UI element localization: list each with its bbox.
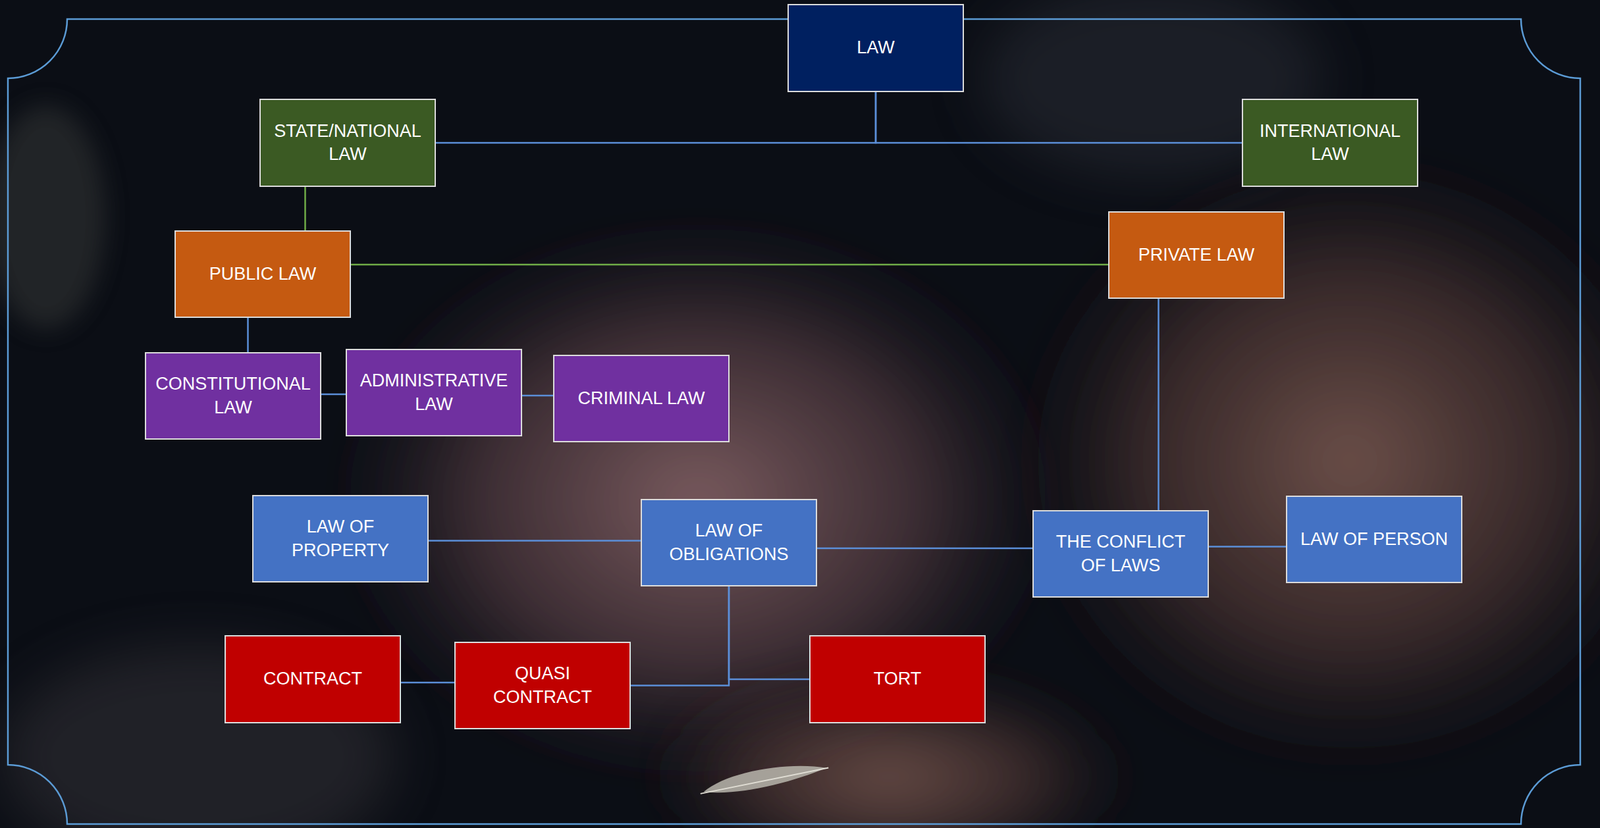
private-law-box: LAW OF PERSON — [1285, 495, 1463, 584]
public-law-box: CONSTITUTIONAL LAW — [144, 352, 322, 440]
category-box: STATE/NATIONAL LAW — [259, 98, 436, 187]
node-label: LAW OF PERSON — [1295, 528, 1454, 552]
connector-line — [400, 682, 455, 685]
public-law-box: CRIMINAL LAW — [553, 354, 730, 443]
obligation-box: QUASI CONTRACT — [454, 641, 631, 730]
node-label: LAW — [796, 36, 955, 60]
public-law-box: ADMINISTRATIVE LAW — [345, 348, 523, 437]
branch-box: PRIVATE LAW — [1108, 211, 1285, 299]
peony-flower — [329, 217, 1067, 784]
obligation-box: CONTRACT — [224, 635, 401, 724]
category-box: INTERNATIONAL LAW — [1241, 98, 1419, 187]
private-law-box: LAW OF OBLIGATIONS — [640, 499, 818, 587]
feather-vane — [701, 760, 828, 797]
node-label: CONTRACT — [233, 667, 392, 691]
connector-line — [630, 586, 729, 687]
obligation-box: TORT — [809, 635, 986, 724]
feather-ornament — [697, 760, 830, 798]
private-law-box: LAW OF PROPERTY — [252, 495, 429, 583]
node-label: PRIVATE LAW — [1117, 243, 1276, 267]
root-box: LAW — [787, 3, 964, 93]
connector-line — [875, 92, 1242, 143]
node-label: LAW OF OBLIGATIONS — [649, 519, 808, 566]
node-label: CRIMINAL LAW — [562, 387, 721, 411]
rose-flower — [1007, 144, 1600, 777]
node-label: TORT — [818, 667, 977, 691]
node-label: ADMINISTRATIVE LAW — [354, 369, 513, 416]
connector-line — [817, 547, 1033, 550]
white-flower — [0, 645, 396, 828]
connector-line — [246, 318, 249, 353]
connector-line — [1157, 298, 1160, 511]
node-label: CONSTITUTIONAL LAW — [154, 372, 313, 419]
branch-box: PUBLIC LAW — [174, 230, 351, 319]
node-label: PUBLIC LAW — [183, 262, 342, 286]
node-label: STATE/NATIONAL LAW — [268, 119, 427, 166]
connector-line — [304, 186, 307, 231]
connector-line — [350, 264, 1109, 267]
connector-line — [428, 539, 641, 542]
connector-line — [1208, 545, 1286, 548]
connector-line — [321, 393, 346, 396]
node-label: LAW OF PROPERTY — [261, 515, 420, 562]
connector-line — [435, 92, 876, 143]
frame-border — [7, 19, 1581, 825]
node-label: QUASI CONTRACT — [463, 662, 622, 709]
feather-shaft — [699, 767, 830, 794]
node-label: INTERNATIONAL LAW — [1251, 119, 1410, 166]
private-law-box: THE CONFLICT OF LAWS — [1032, 510, 1209, 598]
berry-cluster — [0, 105, 106, 330]
connector-line — [522, 395, 554, 398]
connector-line — [728, 586, 810, 680]
node-label: THE CONFLICT OF LAWS — [1041, 530, 1200, 577]
